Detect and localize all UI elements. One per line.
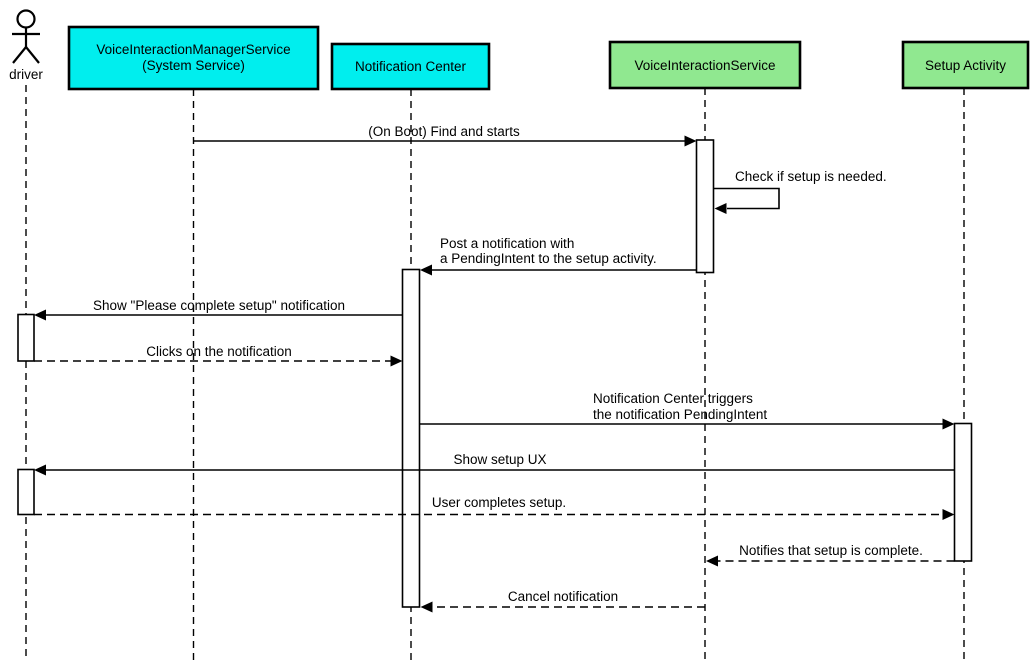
participant-label-line2: (System Service) [142,58,245,73]
activation-driver-1 [17,313,35,362]
arrowhead-right-icon [942,418,955,430]
message-user-completes-setup: User completes setup. [34,495,955,520]
message-label: (On Boot) Find and starts [368,124,520,139]
message-notifies-that-setup-is-complete: Notifies that setup is complete. [706,543,955,567]
participant-box-voice-interaction-service [608,40,802,90]
arrowhead-left-icon [420,601,433,613]
actor-driver: driver [9,9,43,82]
message-label: Show setup UX [453,452,546,467]
message-on-boot-find-and-starts: (On Boot) Find and starts [193,124,697,147]
message-label: Show "Please complete setup" notificatio… [93,298,345,313]
participant-label-line1: VoiceInteractionManagerService [96,42,290,57]
actor-leg-left-icon [12,46,27,64]
message-label-line2: the notification PendingIntent [593,407,767,422]
participant-setup-activity: Setup Activity [901,40,1030,90]
participant-voice-interaction-service: VoiceInteractionService [608,40,802,90]
arrowhead-left-icon [34,309,46,321]
participant-box-notification-center [330,42,491,91]
message-post-a-notification: Post a notification with a PendingIntent… [420,236,697,276]
message-check-if-setup-is-needed: Check if setup is needed. [714,169,887,214]
arrowhead-left-icon [714,203,727,214]
message-show-please-complete-setup-notification: Show "Please complete setup" notificatio… [34,298,403,321]
arrowhead-right-icon [684,135,697,147]
participant-label: Setup Activity [925,58,1006,73]
message-label: Clicks on the notification [146,344,292,359]
participant-box-voice-interaction-manager-service [67,25,320,91]
message-label: Check if setup is needed. [735,169,887,184]
message-clicks-on-the-notification: Clicks on the notification [34,344,403,367]
participant-box-setup-activity [901,40,1030,90]
actor-leg-right-icon [25,46,40,64]
activation-setup-activity [953,422,973,562]
message-label-line1: Notification Center triggers [593,391,753,406]
participant-notification-center: Notification Center [330,42,491,91]
message-label: Notifies that setup is complete. [739,543,923,558]
message-label: Cancel notification [508,589,618,604]
message-notification-center-triggers-pendingintent: Notification Center triggers the notific… [419,391,955,430]
message-label-line1: Post a notification with [440,236,574,251]
self-message-line [714,187,780,210]
arrowhead-right-icon [390,355,403,367]
participant-label: Notification Center [355,59,467,74]
participant-voice-interaction-manager-service: VoiceInteractionManagerService (System S… [67,25,320,91]
arrowhead-left-icon [34,464,46,476]
activation-driver-2 [17,468,35,516]
message-label-line2: a PendingIntent to the setup activity. [440,251,657,266]
actor-head-icon [16,9,36,29]
message-show-setup-ux: Show setup UX [34,452,955,476]
arrowhead-left-icon [706,555,718,567]
participant-label: VoiceInteractionService [634,58,775,73]
message-label: User completes setup. [432,495,566,510]
actor-driver-label: driver [9,67,43,82]
activation-notification-center [401,268,421,608]
arrowhead-left-icon [420,264,432,276]
message-cancel-notification: Cancel notification [420,589,705,613]
activation-voice-interaction-service [695,139,715,274]
arrowhead-right-icon [942,509,955,520]
